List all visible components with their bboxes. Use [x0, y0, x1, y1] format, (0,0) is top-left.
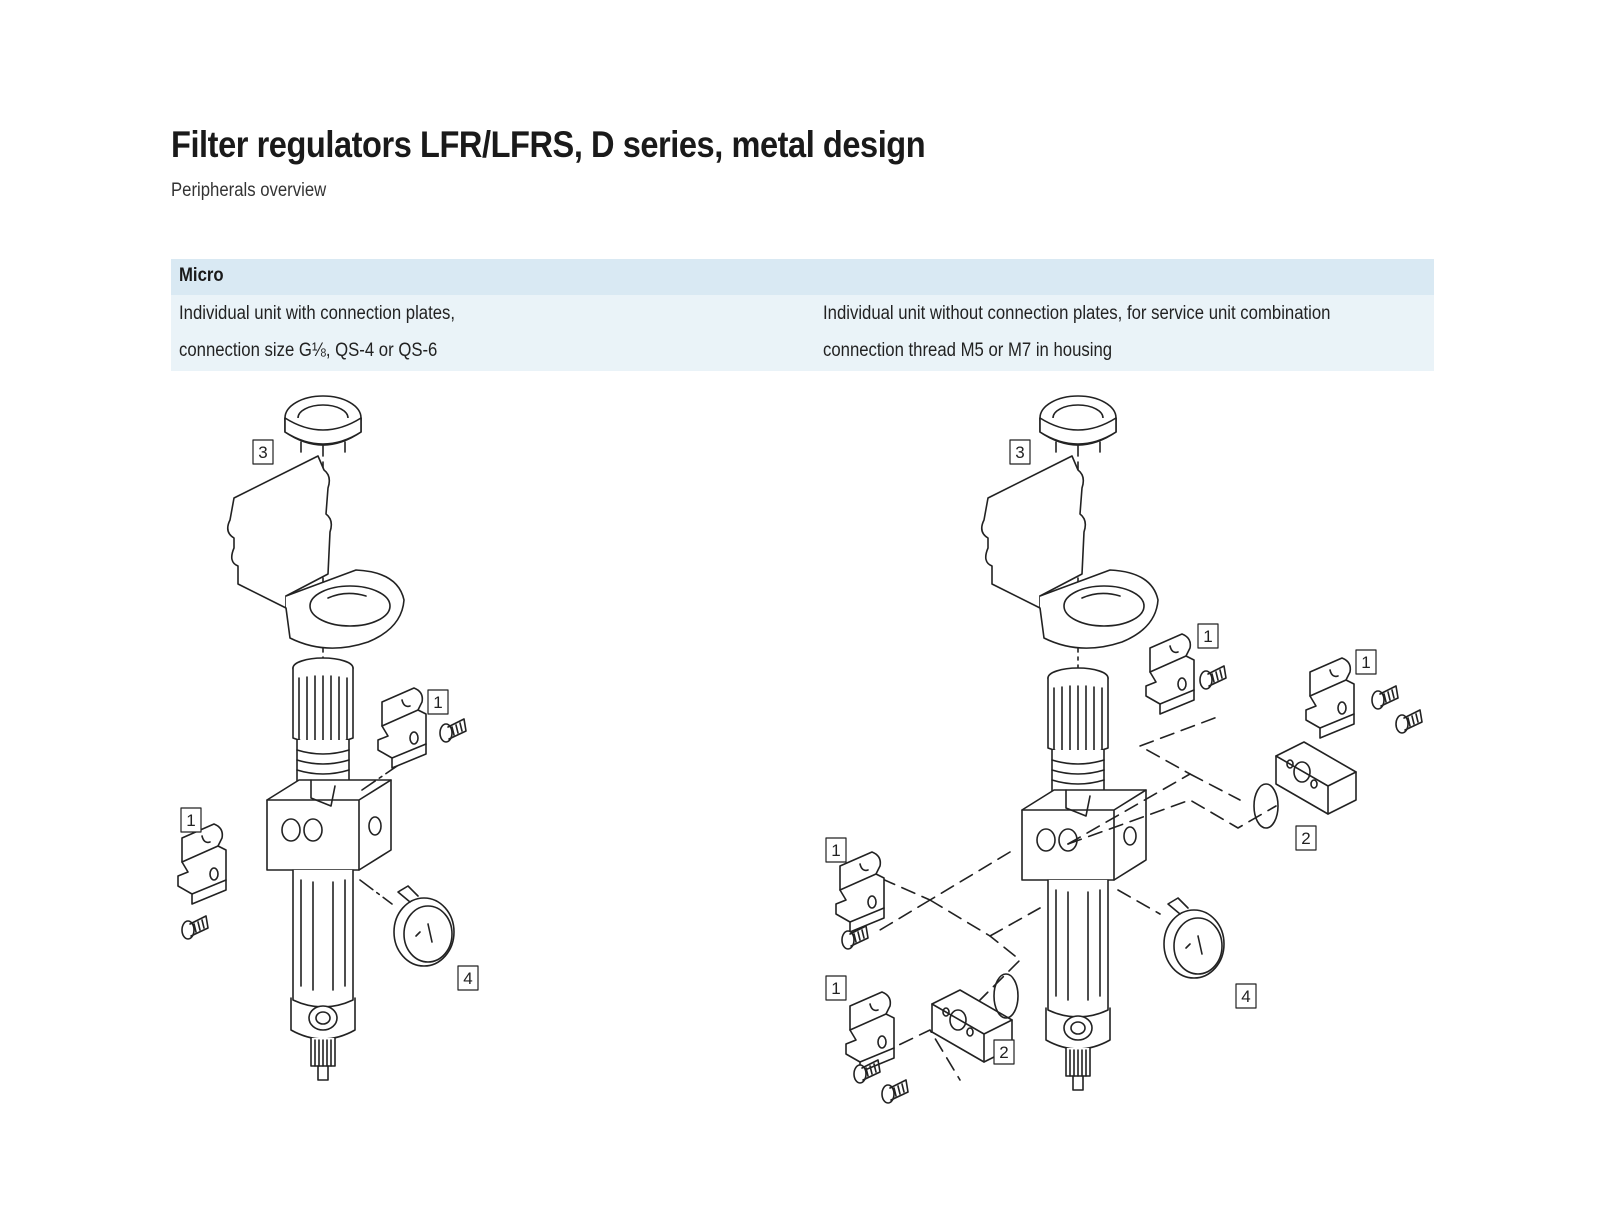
svg-text:2: 2: [1301, 829, 1310, 848]
section-description: Individual unit with connection plates, …: [171, 295, 1434, 371]
right-description-line-2: connection thread M5 or M7 in housing: [823, 340, 1113, 361]
svg-text:2: 2: [999, 1043, 1008, 1062]
left-pressure-gauge: [393, 885, 455, 967]
callout-right-2-top: 2: [1295, 825, 1317, 851]
page-subtitle: Peripherals overview: [171, 180, 327, 201]
left-clip-left: [177, 823, 227, 905]
right-screw-left-3: [881, 1079, 909, 1104]
right-clip-top: [1145, 633, 1195, 715]
callout-right-1-top: 1: [1197, 623, 1219, 649]
right-assembly: [835, 395, 1423, 1104]
right-mounting-bracket: [980, 455, 1159, 649]
section-header: Micro: [171, 259, 1434, 295]
right-clip-left-2: [845, 991, 895, 1073]
right-screw-top: [1199, 665, 1227, 690]
callout-left-1-left: 1: [180, 807, 202, 833]
callout-left-1-top: 1: [427, 689, 449, 715]
svg-text:3: 3: [258, 443, 267, 462]
svg-text:1: 1: [186, 811, 195, 830]
right-o-ring-top: [1253, 783, 1279, 829]
right-o-ring-bottom: [993, 973, 1019, 1019]
right-clip-right: [1305, 657, 1355, 739]
callout-right-1-left-a: 1: [825, 837, 847, 863]
right-screw-right-2: [1395, 709, 1423, 734]
svg-text:4: 4: [463, 969, 472, 988]
left-description-line-2: connection size G⅛, QS-4 or QS-6: [179, 340, 438, 361]
left-screw-top: [439, 718, 467, 743]
left-description-line-1: Individual unit with connection plates,: [179, 303, 456, 324]
callout-right-3: 3: [1009, 439, 1031, 465]
right-lock-nut: [1039, 395, 1117, 457]
left-description: Individual unit with connection plates, …: [179, 295, 455, 369]
left-clip-top: [377, 687, 427, 769]
left-screw-left: [181, 915, 209, 940]
right-description: Individual unit without connection plate…: [823, 295, 1330, 369]
left-assembly: [177, 395, 467, 1081]
page-title: Filter regulators LFR/LFRS, D series, me…: [171, 124, 926, 165]
left-lock-nut: [284, 395, 362, 457]
callout-labels: 3 1 1 4 3 1 1 2: [180, 439, 1377, 1065]
callout-right-2-bottom: 2: [993, 1039, 1015, 1065]
callout-left-4: 4: [457, 965, 479, 991]
callout-right-1-right: 1: [1355, 649, 1377, 675]
section-label: Micro: [179, 265, 224, 286]
svg-text:1: 1: [433, 693, 442, 712]
svg-text:1: 1: [831, 979, 840, 998]
svg-text:3: 3: [1015, 443, 1024, 462]
left-filter-regulator: [266, 657, 392, 1081]
right-filter-regulator: [1021, 667, 1147, 1091]
callout-right-1-left-b: 1: [825, 975, 847, 1001]
svg-text:1: 1: [1203, 627, 1212, 646]
right-connection-lines: [879, 715, 1277, 1081]
right-screw-right-1: [1371, 685, 1399, 710]
right-connection-plate-top: [1275, 741, 1357, 815]
svg-text:1: 1: [831, 841, 840, 860]
left-mounting-bracket: [226, 455, 405, 649]
svg-text:4: 4: [1241, 987, 1250, 1006]
right-description-line-1: Individual unit without connection plate…: [823, 303, 1331, 324]
right-pressure-gauge: [1163, 897, 1225, 979]
callout-left-3: 3: [252, 439, 274, 465]
svg-text:1: 1: [1361, 653, 1370, 672]
callout-right-4: 4: [1235, 983, 1257, 1009]
right-clip-left-1: [835, 851, 885, 933]
